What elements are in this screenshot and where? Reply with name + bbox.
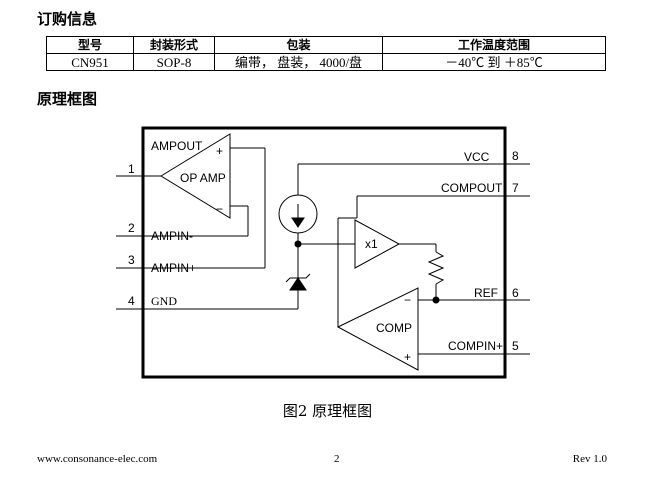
junction-ref-out xyxy=(432,296,440,304)
comparator-triangle xyxy=(336,287,419,371)
comp-minus: − xyxy=(404,293,411,307)
zener-diode xyxy=(289,277,307,291)
footer-url: www.consonance-elec.com xyxy=(37,453,158,465)
comp-label: COMP xyxy=(376,321,412,335)
pin6-number: 6 xyxy=(512,286,519,300)
resistor xyxy=(427,251,445,285)
zener-bar xyxy=(285,273,311,283)
buffer-label: x1 xyxy=(365,237,378,251)
header-package: 封装形式 xyxy=(133,36,215,54)
vcc-label: VCC xyxy=(464,150,490,164)
op-amp-minus: − xyxy=(216,202,223,216)
buffer-triangle xyxy=(354,219,401,269)
pin8-number: 8 xyxy=(512,149,519,163)
table-row: CN951 SOP-8 编带， 盘装， 4000/盘 －40℃ 到 ＋85℃ xyxy=(46,53,606,71)
cell-temp-range: －40℃ 到 ＋85℃ xyxy=(382,53,606,71)
op-amp-label: OP AMP xyxy=(180,171,226,185)
pin1-number: 1 xyxy=(128,162,135,176)
section-title-order-info: 订购信息 xyxy=(37,10,98,28)
section-title-block-diagram: 原理框图 xyxy=(37,90,98,108)
footer-page-number: 2 xyxy=(334,453,340,465)
compin-label: COMPIN+ xyxy=(448,339,503,353)
comp-plus: + xyxy=(404,350,411,364)
pin5-number: 5 xyxy=(512,339,519,353)
current-source-arrowhead xyxy=(291,217,305,228)
table-header-row: 型号 封装形式 包装 工作温度范围 xyxy=(46,36,606,54)
ampout-label: AMPOUT xyxy=(151,139,203,153)
ampin-neg-label: AMPIN- xyxy=(151,229,193,243)
pin3-number: 3 xyxy=(128,253,135,267)
op-amp-plus: + xyxy=(216,144,223,158)
compout-label: COMPOUT xyxy=(441,181,503,195)
figure-caption: 图2 原理框图 xyxy=(282,402,373,420)
order-info-table: 型号 封装形式 包装 工作温度范围 CN951 SOP-8 编带， 盘装， 40… xyxy=(46,36,606,71)
ampin-pos-label: AMPIN+ xyxy=(151,261,196,275)
pin4-number: 4 xyxy=(128,294,135,308)
gnd-label: GND xyxy=(151,294,177,308)
pin2-number: 2 xyxy=(128,221,135,235)
pin7-number: 7 xyxy=(512,181,519,195)
ref-label: REF xyxy=(474,286,498,300)
chip-outline xyxy=(141,126,507,379)
cell-model: CN951 xyxy=(46,53,134,71)
op-amp-triangle xyxy=(160,133,231,219)
footer-revision: Rev 1.0 xyxy=(572,453,607,465)
cell-packing: 编带， 盘装， 4000/盘 xyxy=(214,53,383,71)
cell-package: SOP-8 xyxy=(133,53,215,71)
